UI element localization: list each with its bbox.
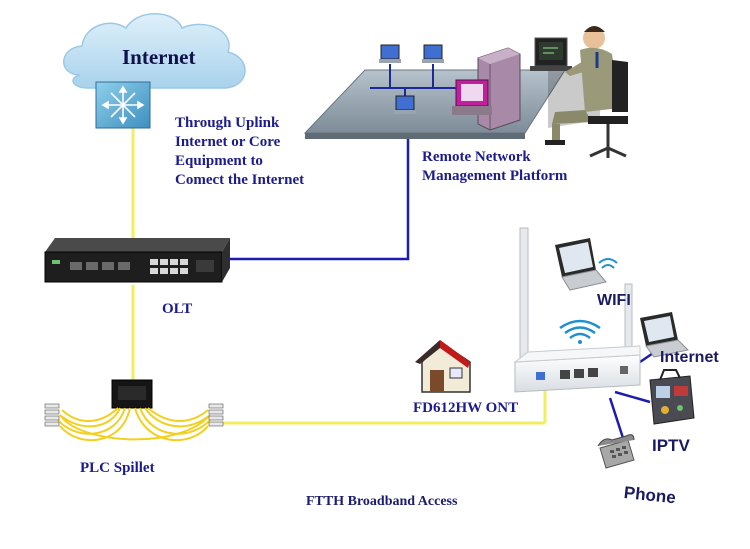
olt-device-icon bbox=[44, 238, 230, 283]
ont-label: FD612HW ONT bbox=[413, 400, 519, 416]
laptop-icon bbox=[640, 312, 690, 358]
laptop-icon bbox=[555, 238, 607, 291]
fiber-links bbox=[131, 128, 547, 425]
wifi-signal-icon bbox=[598, 258, 618, 269]
wifi-signal-icon bbox=[559, 319, 601, 344]
iptv-label: IPTV bbox=[652, 436, 690, 455]
pc-icon bbox=[422, 44, 444, 63]
footer-title: FTTH Broadband Access bbox=[306, 494, 458, 509]
cable-line-ont-iptv bbox=[614, 390, 651, 404]
switch-icon bbox=[95, 81, 151, 129]
plc-splitter-label: PLC Spillet bbox=[80, 460, 155, 476]
iptv-box-icon bbox=[649, 369, 695, 425]
wifi-label: WIFI bbox=[597, 292, 631, 309]
uplink-note: Through Uplink Internet or Core Equipmen… bbox=[175, 115, 305, 188]
cable-line-ont-phone bbox=[608, 397, 625, 439]
house-icon bbox=[415, 340, 471, 393]
cloud-icon bbox=[63, 13, 246, 89]
monitor-icon bbox=[452, 79, 492, 115]
ont-router-icon bbox=[513, 227, 641, 393]
phone-icon bbox=[597, 434, 635, 469]
cable-line-olt-platform bbox=[230, 126, 410, 261]
operator-icon bbox=[530, 26, 628, 158]
pc-icon bbox=[379, 44, 401, 63]
internet-client-label: Internet bbox=[660, 349, 719, 366]
pc-icon bbox=[394, 95, 416, 114]
internet-cloud-label: Internet bbox=[122, 45, 196, 69]
remote-platform-label: Remote Network Management Platform bbox=[422, 149, 568, 184]
plc-splitter-icon bbox=[44, 379, 224, 441]
network-platform-icon bbox=[303, 44, 566, 139]
olt-label: OLT bbox=[162, 301, 193, 317]
